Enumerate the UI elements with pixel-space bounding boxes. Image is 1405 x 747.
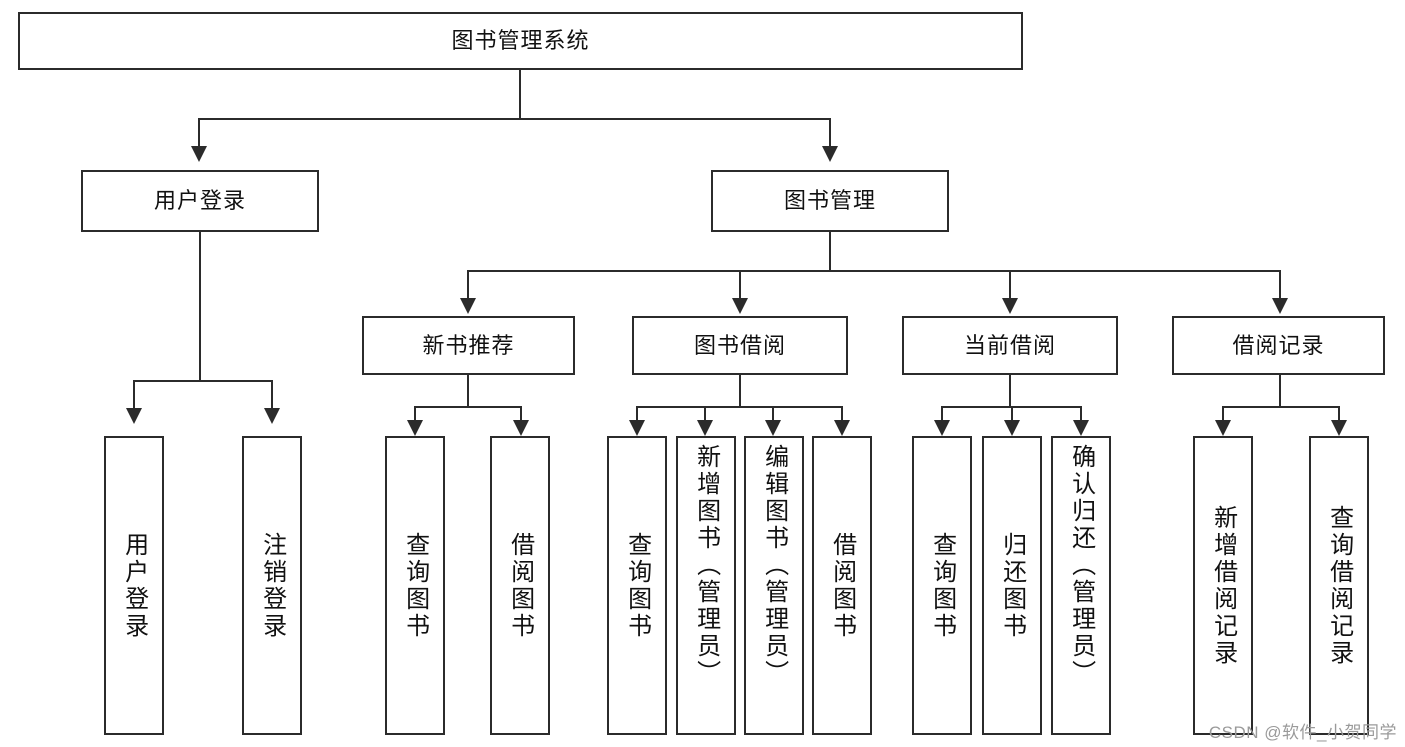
connector-bb-drop-3	[772, 406, 774, 422]
leaf-user-login-label: 用户登录	[120, 531, 148, 640]
connector-root-to-user-login	[198, 118, 200, 146]
connector-bm-drop-current-borrow	[1009, 270, 1011, 298]
arrowhead-cb-leaf-1	[934, 420, 950, 436]
connector-cb-drop-1	[941, 406, 943, 422]
leaf-user-login[interactable]: 用户登录	[104, 436, 164, 735]
leaf-logout[interactable]: 注销登录	[242, 436, 302, 735]
arrowhead-new-book	[460, 298, 476, 314]
connector-cb-drop-3	[1080, 406, 1082, 422]
node-current-borrow[interactable]: 当前借阅	[902, 316, 1118, 375]
arrowhead-nb-leaf-1	[407, 420, 423, 436]
arrowhead-bb-leaf-3	[765, 420, 781, 436]
node-book-borrow-label: 图书借阅	[693, 332, 786, 358]
connector-new-book-bus	[414, 406, 522, 408]
connector-book-borrow-stem	[739, 375, 741, 406]
arrowhead-cb-leaf-2	[1004, 420, 1020, 436]
leaf-bb-add-book[interactable]: 新增图书（管理员）	[676, 436, 736, 735]
node-current-borrow-label: 当前借阅	[963, 332, 1056, 358]
arrowhead-bb-leaf-4	[834, 420, 850, 436]
connector-br-drop-2	[1338, 406, 1340, 422]
connector-bm-drop-new-book	[467, 270, 469, 298]
connector-nb-drop-2	[520, 406, 522, 422]
node-borrow-record-label: 借阅记录	[1232, 332, 1325, 358]
leaf-bb-borrow-book[interactable]: 借阅图书	[812, 436, 872, 735]
node-root[interactable]: 图书管理系统	[18, 12, 1023, 70]
leaf-bb-add-book-label: 新增图书（管理员）	[692, 444, 720, 687]
arrowhead-leaf-logout	[264, 408, 280, 424]
arrowhead-book-borrow	[732, 298, 748, 314]
arrowhead-user-login	[191, 146, 207, 162]
arrowhead-leaf-user-login	[126, 408, 142, 424]
connector-bb-drop-2	[704, 406, 706, 422]
connector-br-drop-1	[1222, 406, 1224, 422]
leaf-cb-confirm-return[interactable]: 确认归还（管理员）	[1051, 436, 1111, 735]
connector-book-borrow-bus	[636, 406, 842, 408]
connector-book-manage-stem	[829, 232, 831, 270]
node-book-borrow[interactable]: 图书借阅	[632, 316, 848, 375]
node-user-login[interactable]: 用户登录	[81, 170, 319, 232]
node-borrow-record[interactable]: 借阅记录	[1172, 316, 1385, 375]
node-book-manage[interactable]: 图书管理	[711, 170, 949, 232]
connector-root-to-book-manage	[829, 118, 831, 146]
arrowhead-nb-leaf-2	[513, 420, 529, 436]
connector-bb-drop-4	[841, 406, 843, 422]
connector-user-login-bus	[133, 380, 271, 382]
leaf-bb-edit-book-label: 编辑图书（管理员）	[760, 444, 788, 687]
connector-bb-drop-1	[636, 406, 638, 422]
leaf-cb-return-book-label: 归还图书	[998, 531, 1026, 640]
leaf-cb-query-book[interactable]: 查询图书	[912, 436, 972, 735]
leaf-cb-return-book[interactable]: 归还图书	[982, 436, 1042, 735]
leaf-br-add-record-label: 新增借阅记录	[1209, 504, 1237, 667]
connector-borrow-record-stem	[1279, 375, 1281, 406]
connector-borrow-record-bus	[1222, 406, 1339, 408]
leaf-cb-confirm-return-label: 确认归还（管理员）	[1067, 444, 1095, 687]
leaf-nb-query-book-label: 查询图书	[401, 531, 429, 640]
connector-new-book-stem	[467, 375, 469, 406]
node-new-book-label: 新书推荐	[422, 332, 515, 358]
node-user-login-label: 用户登录	[153, 188, 246, 214]
arrowhead-borrow-record	[1272, 298, 1288, 314]
leaf-br-add-record[interactable]: 新增借阅记录	[1193, 436, 1253, 735]
leaf-nb-borrow-book-label: 借阅图书	[506, 531, 534, 640]
arrowhead-book-manage	[822, 146, 838, 162]
connector-user-login-stem	[199, 232, 201, 380]
node-new-book[interactable]: 新书推荐	[362, 316, 575, 375]
leaf-bb-borrow-book-label: 借阅图书	[828, 531, 856, 640]
leaf-bb-query-book-label: 查询图书	[623, 531, 651, 640]
connector-bm-drop-book-borrow	[739, 270, 741, 298]
leaf-logout-label: 注销登录	[258, 531, 286, 640]
arrowhead-bb-leaf-2	[697, 420, 713, 436]
connector-current-borrow-stem	[1009, 375, 1011, 406]
leaf-br-query-record[interactable]: 查询借阅记录	[1309, 436, 1369, 735]
leaf-nb-query-book[interactable]: 查询图书	[385, 436, 445, 735]
connector-user-login-drop-1	[133, 380, 135, 408]
arrowhead-cb-leaf-3	[1073, 420, 1089, 436]
watermark: CSDN @软件_小贺同学	[1208, 723, 1397, 742]
connector-root-bus	[198, 118, 831, 120]
leaf-nb-borrow-book[interactable]: 借阅图书	[490, 436, 550, 735]
arrowhead-br-leaf-2	[1331, 420, 1347, 436]
arrowhead-br-leaf-1	[1215, 420, 1231, 436]
connector-nb-drop-1	[414, 406, 416, 422]
node-root-label: 图书管理系统	[451, 28, 590, 54]
leaf-bb-edit-book[interactable]: 编辑图书（管理员）	[744, 436, 804, 735]
leaf-cb-query-book-label: 查询图书	[928, 531, 956, 640]
connector-user-login-drop-2	[271, 380, 273, 408]
connector-book-manage-bus	[467, 270, 1279, 272]
arrowhead-current-borrow	[1002, 298, 1018, 314]
connector-bm-drop-borrow-record	[1279, 270, 1281, 298]
connector-cb-drop-2	[1011, 406, 1013, 422]
leaf-bb-query-book[interactable]: 查询图书	[607, 436, 667, 735]
leaf-br-query-record-label: 查询借阅记录	[1325, 504, 1353, 667]
arrowhead-bb-leaf-1	[629, 420, 645, 436]
connector-root-stem	[519, 70, 521, 118]
node-book-manage-label: 图书管理	[783, 188, 876, 214]
